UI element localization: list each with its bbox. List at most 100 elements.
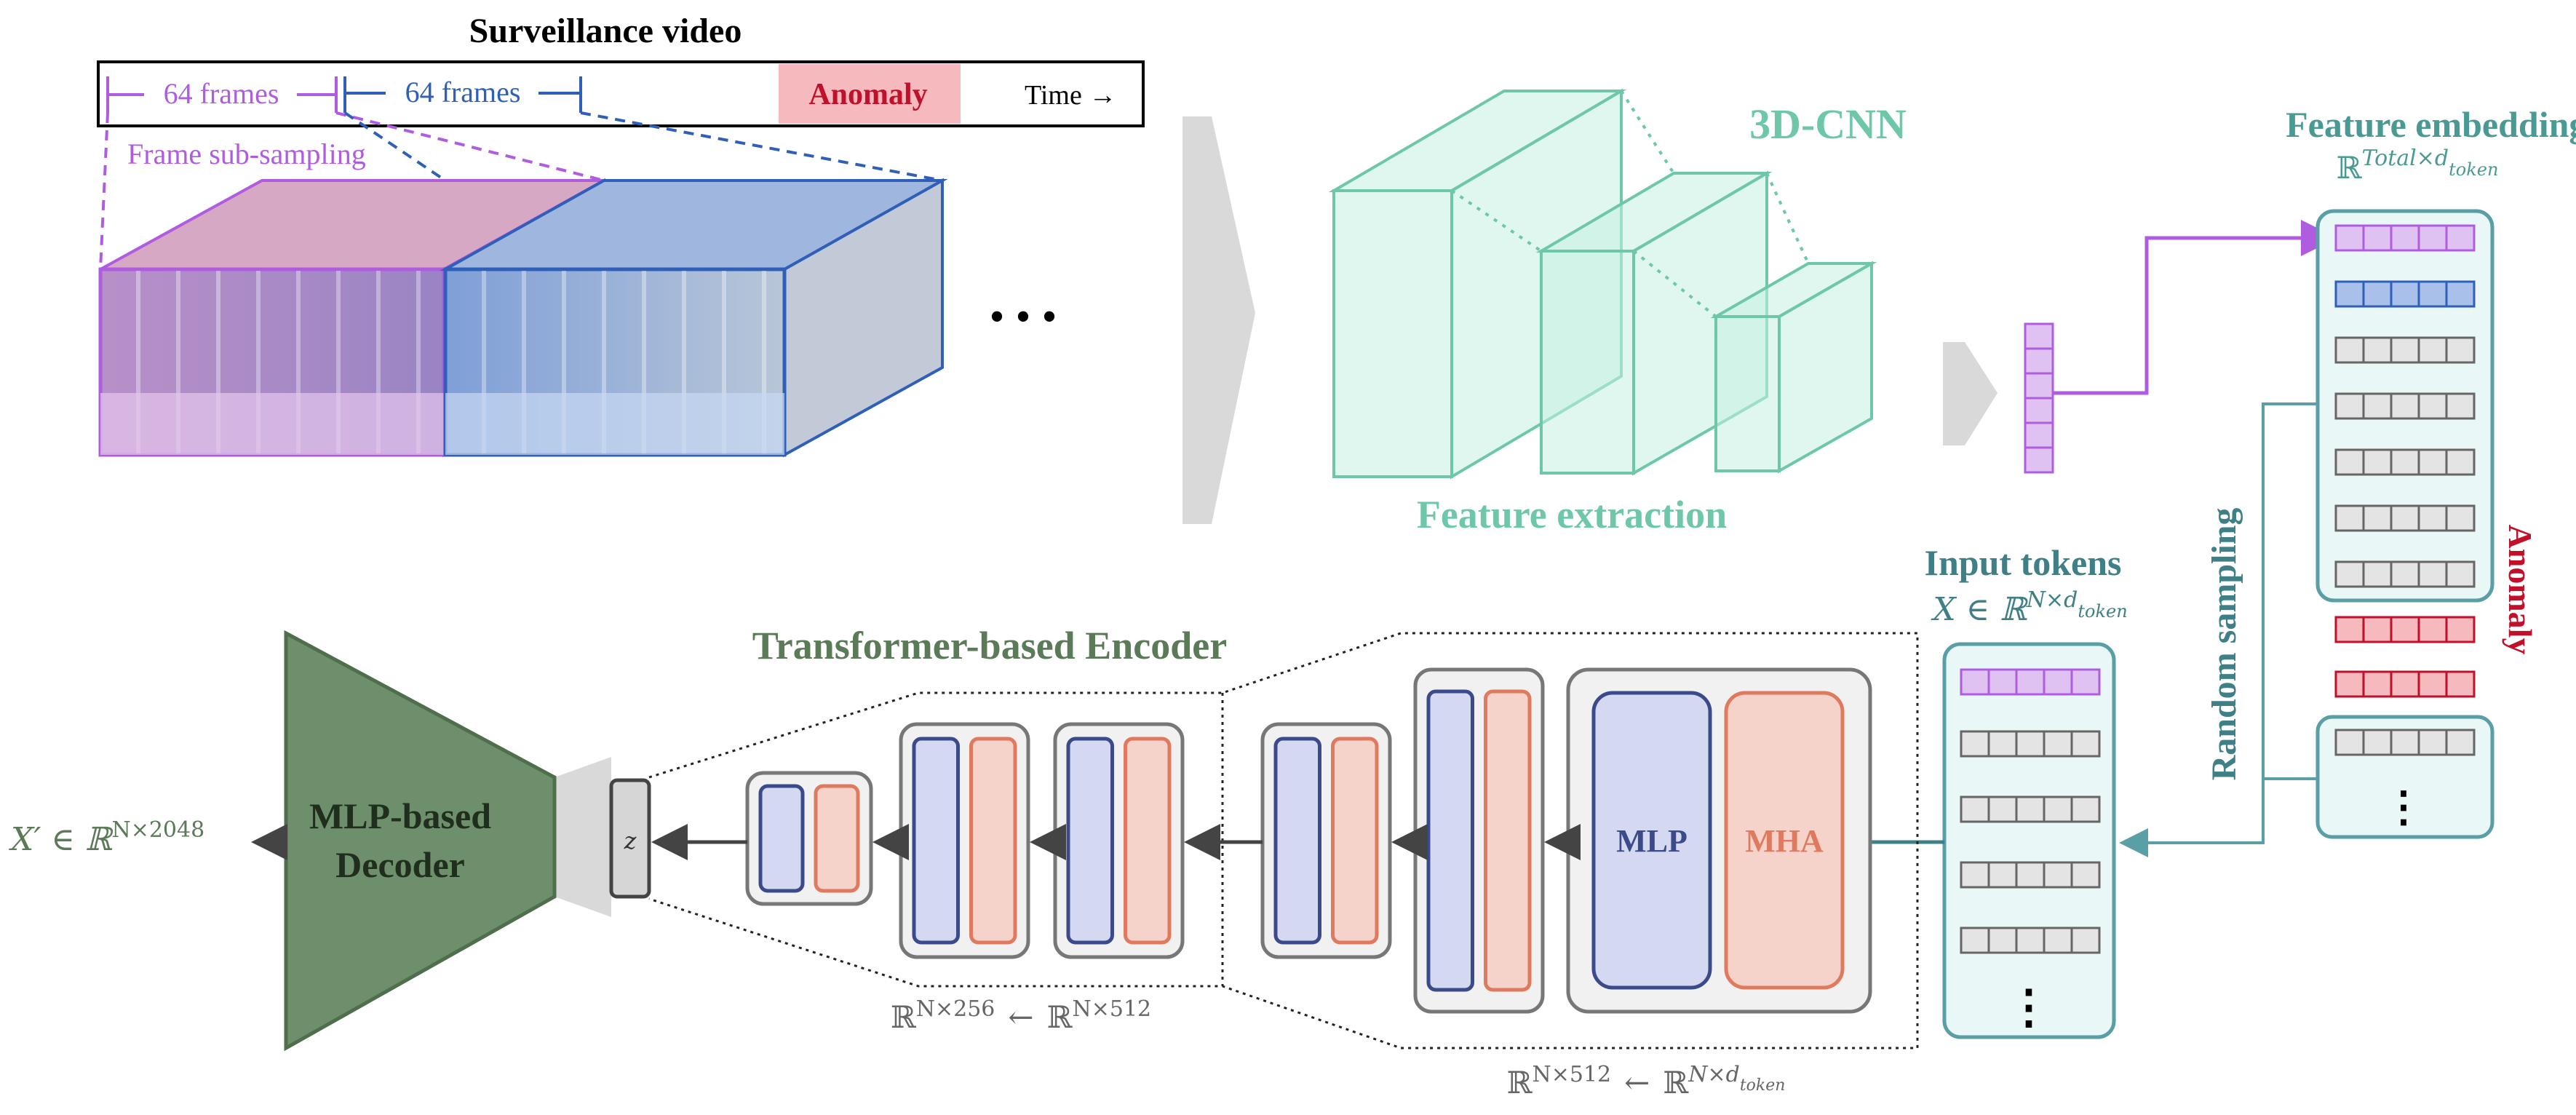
- token-cell: [2362, 392, 2393, 420]
- embedding-row: [2334, 504, 2476, 532]
- embedding-row-purple: [2334, 224, 2476, 252]
- segment-1-label: 64 frames: [164, 77, 279, 110]
- mlp-sublayer: [1066, 737, 1114, 945]
- video-continuation-dots: • • •: [989, 293, 1057, 341]
- token-cell: [1987, 861, 2018, 889]
- token-cell: [2362, 504, 2393, 532]
- encoder-dimension-small: ℝN×256←ℝN×512: [891, 996, 1151, 1035]
- extracted-feature-vector: [2024, 322, 2054, 474]
- encoder-layer: [1053, 722, 1185, 959]
- cnn-title: 3D-CNN: [1749, 100, 1907, 148]
- embeddings-more-dots: ⋮: [2382, 783, 2425, 830]
- encoder-layer: [1260, 722, 1392, 959]
- video-title: Surveillance video: [469, 12, 742, 50]
- token-cell: [2015, 795, 2046, 823]
- token-cell: [2445, 224, 2476, 252]
- encoder-title: Transformer-based Encoder: [752, 624, 1227, 667]
- token-cell: [1987, 926, 2018, 954]
- token-cell: [2445, 336, 2476, 364]
- token-cell: [2043, 668, 2073, 696]
- token-cell: [2390, 448, 2420, 476]
- token-cell: [2417, 280, 2448, 308]
- mlp-sublayer: [912, 737, 960, 945]
- token-cell: [2362, 224, 2393, 252]
- random-sampling-label: Random sampling: [2205, 508, 2243, 781]
- token-cell: [1987, 668, 2018, 696]
- token-cell: [2362, 336, 2393, 364]
- tokens-more-dots: ⋮: [2005, 981, 2052, 1033]
- token-cell: [2417, 560, 2448, 588]
- token-cell: [2334, 729, 2365, 756]
- token-cell: [2070, 730, 2101, 758]
- embedding-row: [2334, 392, 2476, 420]
- decoder-label-line2: Decoder: [335, 844, 465, 885]
- token-cell: [2390, 670, 2420, 698]
- anomaly-vertical-label: Anomaly: [2502, 525, 2539, 655]
- timeline-box: [97, 60, 1145, 127]
- token-cell: [2334, 560, 2365, 588]
- token-cell: [2070, 926, 2101, 954]
- cnn-caption: Feature extraction: [1417, 493, 1727, 536]
- token-cell: [2070, 861, 2101, 889]
- encoder-layer: [1413, 667, 1545, 1014]
- anomaly-label: Anomaly: [808, 78, 927, 111]
- token-cell: [2445, 280, 2476, 308]
- mha-label: MHA: [1745, 823, 1824, 859]
- token-cell: [2390, 224, 2420, 252]
- token-cell: [2015, 730, 2046, 758]
- token-cell: [2417, 224, 2448, 252]
- token-cell: [2390, 280, 2420, 308]
- anomaly-embedding-rows: [2334, 616, 2476, 698]
- token-cell: [2334, 616, 2365, 643]
- token-cell: [1960, 861, 1990, 889]
- embedding-row: [2334, 729, 2476, 756]
- decoder-output-dimension: X′ ∈ ℝN×2048: [9, 817, 204, 858]
- embeddings-dimension: ℝTotal×dtoken: [2337, 146, 2499, 186]
- token-cell: [2417, 616, 2448, 643]
- token-cell: [1960, 795, 1990, 823]
- encoder-layers: [745, 667, 1545, 1014]
- token-cell: [2445, 729, 2476, 756]
- segment-1-projection-left: [99, 112, 109, 270]
- tokens-dimension: X ∈ ℝN×dtoken: [1931, 587, 2127, 628]
- latent-z-label: z: [624, 827, 637, 854]
- random-sampling-arrow: [2262, 402, 2318, 780]
- time-label: Time →: [1025, 80, 1116, 111]
- token-row: [1960, 861, 2101, 889]
- token-cell: [2390, 336, 2420, 364]
- token-cell: [2334, 280, 2365, 308]
- token-cell: [2445, 670, 2476, 698]
- token-cell: [2417, 336, 2448, 364]
- embeddings-title: Feature embeddings: [2286, 104, 2576, 145]
- token-cell: [2417, 729, 2448, 756]
- token-cell: [2445, 560, 2476, 588]
- token-cell: [1960, 668, 1990, 696]
- mha-sublayer: [1124, 737, 1172, 945]
- token-cell: [2334, 504, 2365, 532]
- mlp-sublayer: [1426, 689, 1474, 992]
- mlp-block: [1591, 691, 1712, 990]
- token-cell: [2070, 668, 2101, 696]
- blue-frame-cube: [440, 178, 948, 458]
- tokens-box: [1942, 642, 2116, 1039]
- tokens-title: Input tokens: [1925, 542, 2122, 583]
- encoder-layer: [899, 722, 1030, 959]
- token-cell: [2445, 504, 2476, 532]
- mha-block: [1724, 691, 1845, 990]
- token-row: [1960, 926, 2101, 954]
- mha-sublayer: [1331, 737, 1379, 945]
- token-cell: [2390, 729, 2420, 756]
- mha-sublayer: [814, 784, 860, 893]
- latent-z-box: [609, 778, 651, 899]
- token-cell: [2043, 730, 2073, 758]
- segment-2-projection-right: [580, 111, 943, 182]
- token-cell: [2043, 795, 2073, 823]
- embeddings-rows: [2334, 224, 2476, 588]
- token-rows: [1960, 668, 2101, 954]
- embedding-row: [2334, 448, 2476, 476]
- token-cell: [2043, 926, 2073, 954]
- mha-sublayer: [969, 737, 1017, 945]
- token-cell: [1987, 795, 2018, 823]
- mlp-sublayer: [758, 784, 805, 893]
